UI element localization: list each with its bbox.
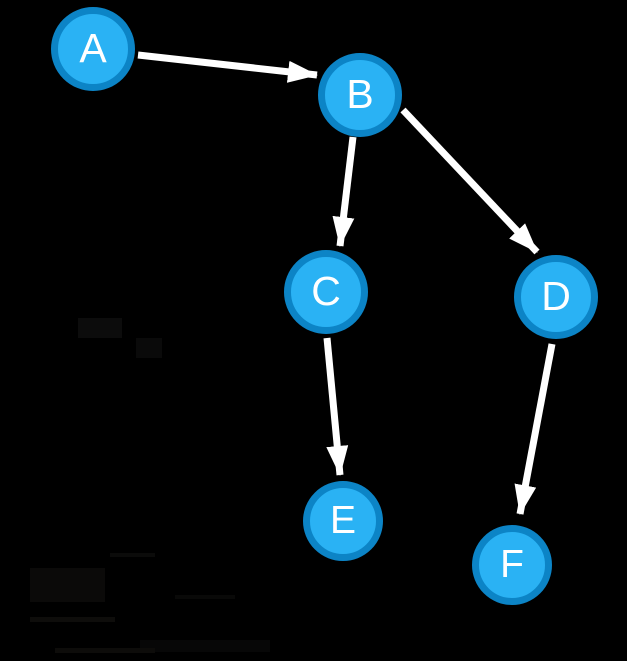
node-label: D [541,272,571,319]
node-label: B [346,70,374,117]
node-F[interactable]: F [472,525,552,605]
node-D[interactable]: D [514,255,598,339]
node-label: E [329,498,356,542]
edge-B-C[interactable] [332,136,357,247]
edges [137,51,556,515]
node-B[interactable]: B [318,53,402,137]
node-E[interactable]: E [303,481,383,561]
node-label: C [311,267,341,314]
edge-C-E[interactable] [323,337,349,476]
node-label: A [79,24,107,71]
node-A[interactable]: A [51,7,135,91]
edge-A-B[interactable] [137,51,318,83]
edge-B-D[interactable] [400,107,540,255]
node-label: F [500,542,524,586]
edge-D-F[interactable] [514,343,556,515]
node-C[interactable]: C [284,250,368,334]
